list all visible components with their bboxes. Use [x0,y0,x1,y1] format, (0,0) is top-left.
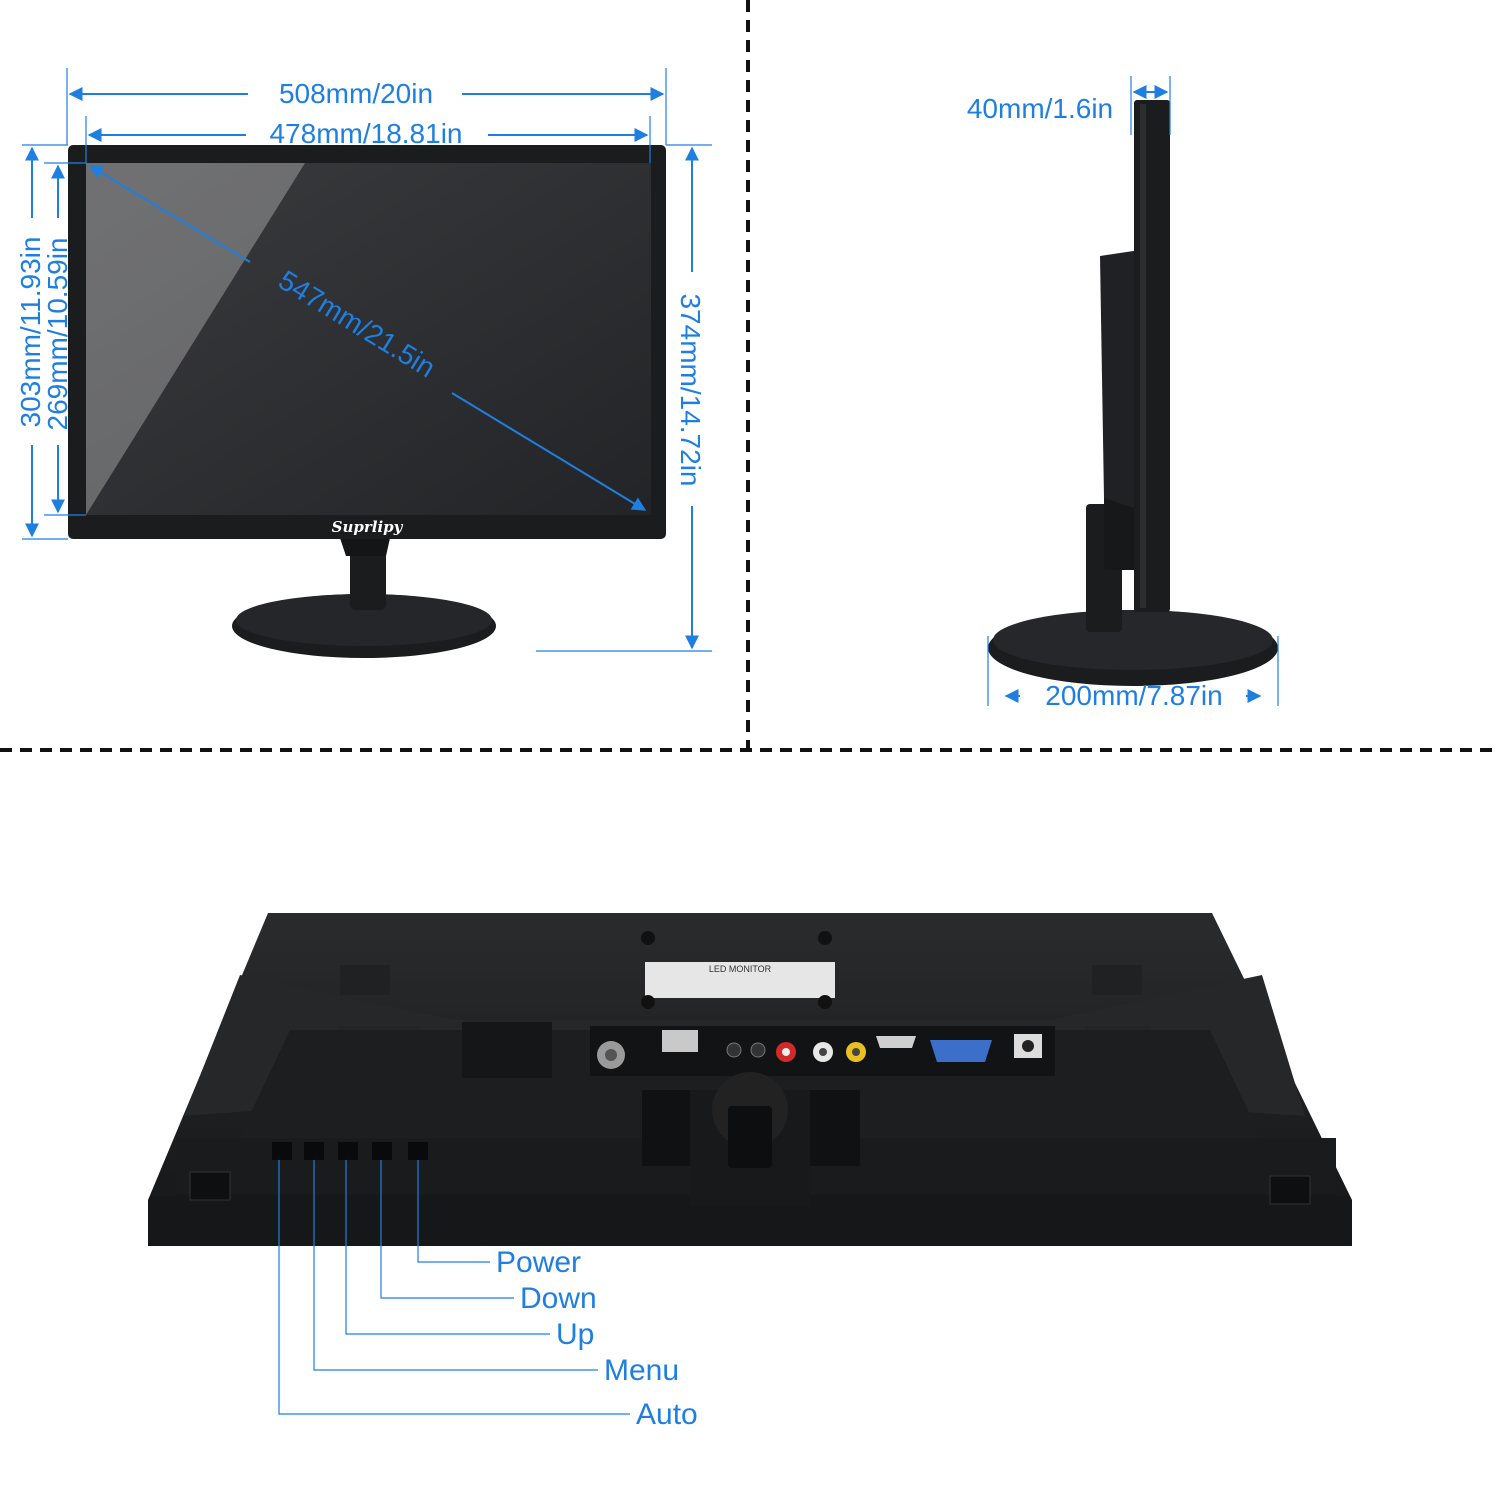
down-label: Down [520,1282,597,1315]
menu-label: Menu [604,1354,679,1387]
panel-height-label: 303mm/11.93in [15,237,46,428]
overall-width-label: 508mm/20in [279,78,433,109]
total-height-label: 374mm/14.72in [675,293,706,486]
power-button[interactable] [408,1142,428,1160]
audio-jack [726,1042,742,1058]
hdmi-port [876,1036,916,1048]
base-width-label: 200mm/7.87in [1045,680,1222,711]
front-stand-neck [350,546,386,610]
vga-port [930,1040,992,1062]
auto-button[interactable] [272,1142,292,1160]
front-view: Suprlipy 508mm/20in 478mm/18.81in 547mm/… [15,68,712,658]
side-view: 40mm/1.6in 200mm/7.87in [967,76,1279,711]
usb-port [662,1030,698,1052]
product-label [645,962,835,998]
auto-label: Auto [636,1398,698,1431]
up-button[interactable] [338,1142,358,1160]
power-label: Power [496,1246,581,1279]
vent-block [462,1022,552,1078]
side-panel [1134,100,1170,612]
screen-width-label: 478mm/18.81in [269,118,462,149]
side-back-housing [1100,250,1140,510]
menu-button[interactable] [304,1142,324,1160]
right-speaker-grill [1092,965,1142,995]
screen-height-label: 269mm/10.59in [42,237,73,430]
down-button[interactable] [372,1142,392,1160]
left-speaker-grill [340,965,390,995]
left-foot [189,1171,231,1201]
up-label: Up [556,1318,594,1351]
right-foot [1269,1175,1311,1205]
product-label-title: LED MONITOR [709,964,772,974]
brand-logo: Suprlipy [332,518,404,536]
rear-view: LED MONITOR Power Down Up Menu Auto [148,913,1352,1431]
depth-label: 40mm/1.6in [967,93,1113,124]
